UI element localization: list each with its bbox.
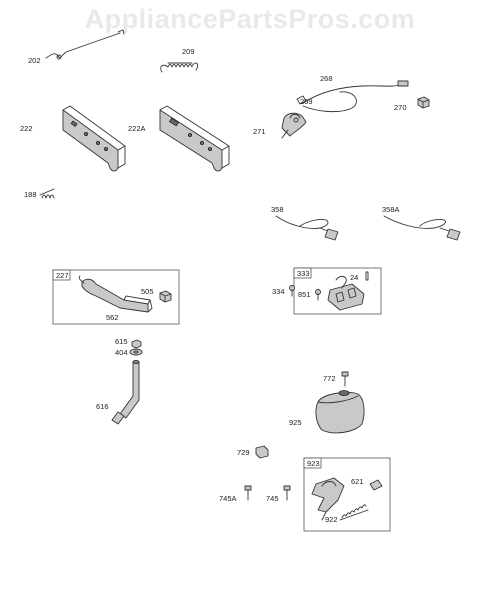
part-851-screw[interactable] (315, 289, 321, 301)
label-269: 269 (300, 97, 313, 106)
part-24-key[interactable] (365, 271, 369, 281)
part-268-control-cable[interactable] (302, 80, 409, 113)
part-202-governor-link[interactable] (45, 29, 125, 60)
label-851: 851 (298, 290, 311, 299)
part-729-bushing[interactable] (255, 445, 269, 459)
part-621-clip[interactable] (369, 479, 383, 491)
part-772-screw[interactable] (341, 371, 349, 387)
label-404: 404 (115, 348, 128, 357)
label-616: 616 (96, 402, 109, 411)
part-925-fuel-tank[interactable] (315, 390, 365, 434)
part-616-dipstick-tube[interactable] (111, 360, 140, 425)
assembly-box-227 (52, 269, 180, 325)
part-270-nut[interactable] (417, 96, 430, 109)
part-271-control-lever[interactable] (281, 112, 307, 139)
part-745A-screw[interactable] (244, 485, 252, 501)
part-505-nut[interactable] (159, 290, 172, 303)
label-505: 505 (141, 287, 154, 296)
assembly-box-333 (293, 267, 382, 315)
part-922-spring[interactable] (339, 504, 369, 521)
label-621: 621 (351, 477, 364, 486)
label-358A: 358A (382, 205, 400, 214)
label-358: 358 (271, 205, 284, 214)
label-772: 772 (323, 374, 336, 383)
label-922: 922 (325, 515, 338, 524)
label-333: 333 (297, 269, 310, 278)
part-404-washer[interactable] (129, 348, 143, 356)
part-923-governor-assembly[interactable] (311, 477, 345, 521)
part-222-bracket[interactable] (62, 105, 126, 172)
label-562: 562 (106, 313, 119, 322)
part-269-cable-clip[interactable] (296, 95, 307, 105)
label-222: 222 (20, 124, 33, 133)
part-222A-bracket[interactable] (159, 105, 230, 172)
part-358A-wire[interactable] (383, 215, 461, 241)
label-745: 745 (266, 494, 279, 503)
part-745-screw[interactable] (283, 485, 291, 501)
label-334: 334 (272, 287, 285, 296)
assembly-box-923 (303, 457, 391, 532)
part-188-spring[interactable] (39, 188, 55, 199)
label-268: 268 (320, 74, 333, 83)
part-333-armature[interactable] (327, 275, 365, 311)
label-925: 925 (289, 418, 302, 427)
label-227: 227 (56, 271, 69, 280)
part-562-lever[interactable] (78, 275, 153, 313)
label-209: 209 (182, 47, 195, 56)
label-188: 188 (24, 190, 37, 199)
part-209-spring[interactable] (160, 62, 199, 73)
label-271: 271 (253, 127, 266, 136)
label-615: 615 (115, 337, 128, 346)
label-202: 202 (28, 56, 41, 65)
label-729: 729 (237, 448, 250, 457)
part-334-screw[interactable] (289, 285, 295, 297)
watermark: AppliancePartsPros.com (84, 4, 416, 34)
label-270: 270 (394, 103, 407, 112)
label-745A: 745A (219, 494, 237, 503)
label-222A: 222A (128, 124, 146, 133)
part-358-wire[interactable] (275, 215, 339, 241)
part-615-nut[interactable] (131, 339, 142, 349)
label-923: 923 (307, 459, 320, 468)
label-24: 24 (350, 273, 358, 282)
